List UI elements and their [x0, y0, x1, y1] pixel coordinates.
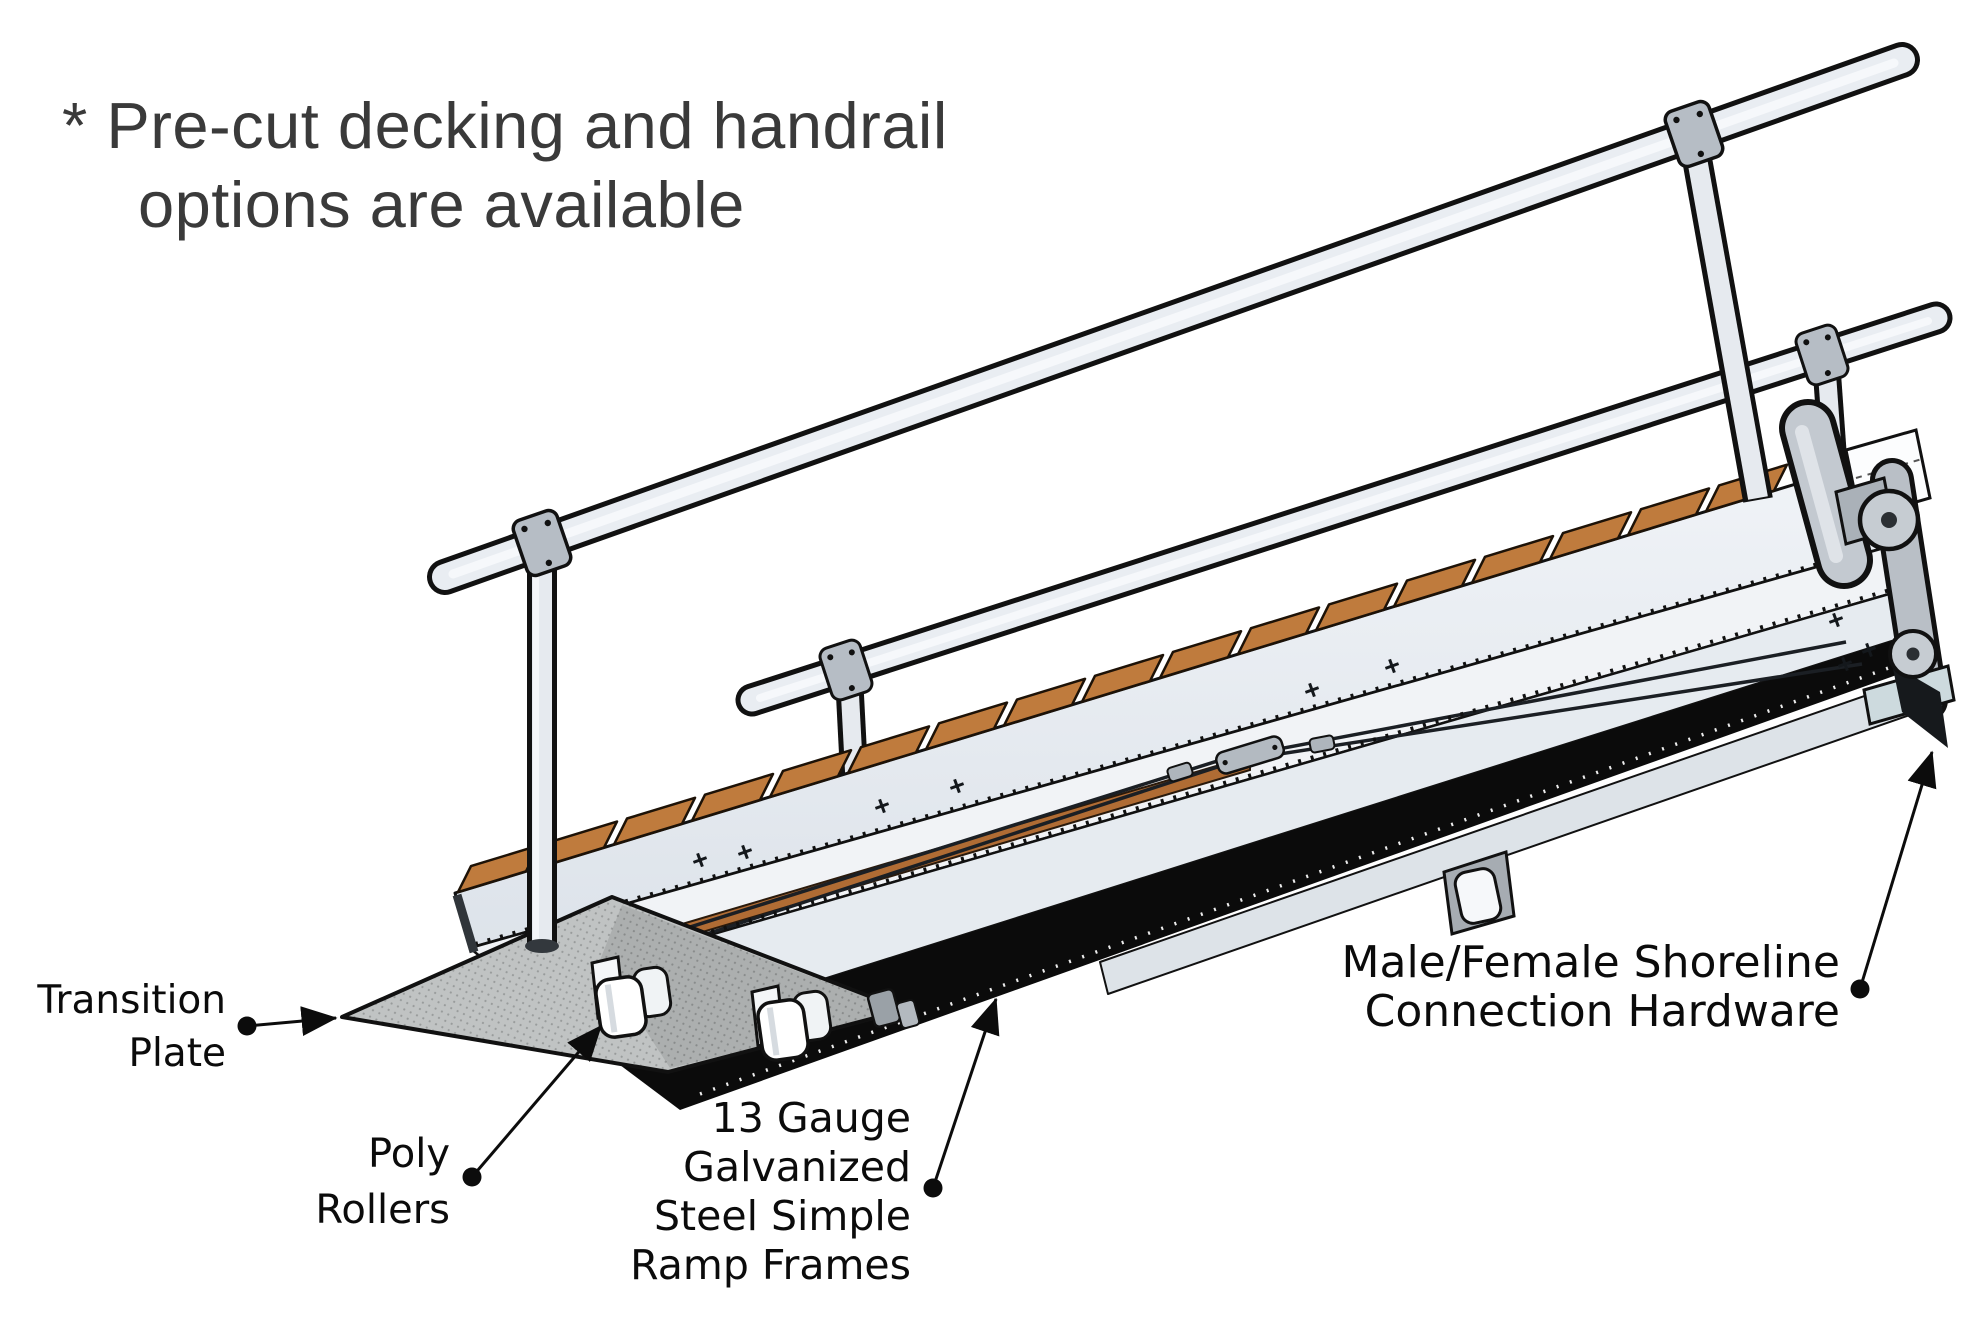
precut-note: * Pre-cut decking and handrail options a… [62, 86, 948, 244]
leader-shoreline-hardware [1858, 750, 1937, 990]
leader-lines [237, 750, 1937, 1198]
ramp-left-end-face [452, 893, 479, 954]
label-transition-plate-line2: Plate [128, 1031, 226, 1076]
label-ramp-frames-line3: Steel Simple [654, 1192, 911, 1240]
near-rail-fitting-right [1663, 99, 1725, 169]
rivet-row-upper [474, 545, 1879, 946]
deck-plank [690, 772, 775, 822]
rod-clevis [1166, 734, 1336, 783]
poly-roller [594, 975, 648, 1039]
leader-poly-rollers [470, 1024, 603, 1178]
deck-plank [1002, 677, 1087, 727]
precut-note-line1: * Pre-cut decking and handrail [62, 89, 948, 162]
leader-transition-plate [246, 1006, 338, 1037]
near-rail-fitting-left [511, 508, 573, 578]
deck-plank [924, 701, 1009, 751]
cross-brace-rods [559, 640, 1863, 982]
far-rail-fitting-right [1794, 323, 1850, 387]
label-ramp-frames-line4: Ramp Frames [630, 1241, 911, 1289]
leader-ramp-frames [931, 997, 1000, 1189]
label-shoreline-hardware-line2: Connection Hardware [1364, 986, 1840, 1037]
ramp-bottom-edge [600, 636, 1916, 1110]
deck-plank [846, 725, 931, 775]
label-poly-rollers-line1: Poly [368, 1131, 450, 1177]
near-handrail [427, 42, 1920, 953]
label-transition-plate-line1: Transition [37, 978, 226, 1023]
label-poly-rollers: Poly Rollers [0, 1126, 450, 1238]
turnbuckle [1215, 735, 1285, 775]
end-corner [1892, 664, 1948, 748]
precut-note-line2: options are available [138, 168, 745, 241]
label-ramp-frames-line2: Galvanized [683, 1143, 911, 1191]
poly-rollers [590, 850, 1516, 1062]
deck-planks [456, 463, 1789, 894]
deck-plank [1158, 629, 1243, 680]
label-poly-rollers-line2: Rollers [315, 1187, 450, 1233]
deck-plank [1470, 534, 1555, 585]
ramp-frame [452, 460, 1931, 1110]
deck-plank [768, 748, 853, 799]
rivet-row-lower [523, 588, 1891, 988]
label-ramp-frames-line1: 13 Gauge [711, 1094, 911, 1142]
label-ramp-frames: 13 Gauge Galvanized Steel Simple Ramp Fr… [0, 1094, 911, 1290]
deck-plank [1236, 606, 1321, 656]
deck-plank [1392, 558, 1477, 608]
poly-roller [756, 998, 810, 1062]
deck-plank [1548, 511, 1633, 561]
post-base [525, 939, 559, 953]
label-transition-plate: Transition Plate [0, 974, 226, 1080]
deck-plank [612, 796, 697, 846]
far-rail-fitting-left [818, 638, 874, 702]
label-shoreline-hardware: Male/Female Shoreline Connection Hardwar… [0, 938, 1840, 1036]
deck-plank [1626, 487, 1711, 537]
shoreline-connection-hardware [1779, 399, 1956, 748]
deck-plank [1314, 582, 1399, 632]
label-shoreline-hardware-line1: Male/Female Shoreline [1341, 937, 1840, 988]
rivet-marks [692, 612, 1877, 868]
deck-plank [1080, 653, 1165, 704]
